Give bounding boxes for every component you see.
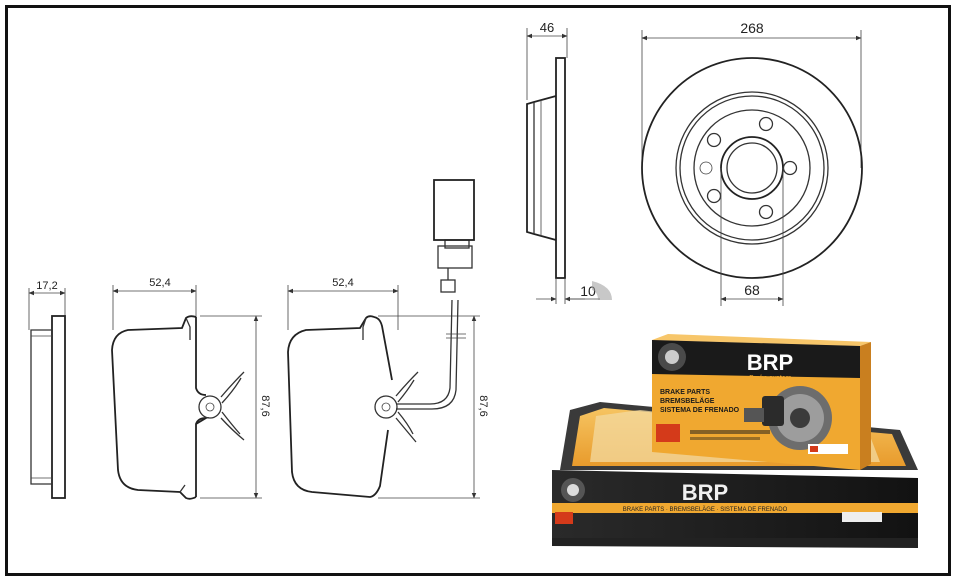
- product-line-1: BRAKE PARTS: [660, 389, 710, 396]
- bolt-hole: [706, 188, 722, 204]
- bolt-hole: [758, 204, 774, 220]
- disc-thickness-label: 46: [540, 20, 554, 35]
- product-line-3: SISTEMA DE FRENADO: [660, 407, 740, 414]
- product-line-2: BREMSBELÄGE: [660, 397, 715, 405]
- locating-hole: [699, 161, 713, 175]
- upright-box: BRP Brake system BRAKE PARTS BREMSBELÄGE…: [652, 334, 871, 470]
- pad-width-label-left: 52,4: [149, 277, 170, 289]
- pad-front-view-right: 52,4 87,6: [287, 179, 489, 499]
- pad-front-view-left: 52,4 87,6: [111, 277, 271, 500]
- hub-diameter-label: 68: [744, 282, 760, 298]
- disc-side-view: 46 10: [526, 20, 612, 304]
- flat-box-strip-text: BRAKE PARTS · BREMSBELÄGE · SISTEMA DE F…: [623, 506, 788, 513]
- bolt-hole: [706, 132, 722, 148]
- bolt-hole: [758, 116, 774, 132]
- disc-front-view: 268 68: [641, 20, 863, 306]
- packaging-photo: BRP BRAKE PARTS · BREMSBELÄGE · SISTEMA …: [552, 334, 918, 548]
- pad-side-view: 17,2: [28, 280, 66, 499]
- pad-height-label-right: 87,6: [477, 395, 489, 416]
- bolt-hole: [782, 160, 798, 176]
- brand-logo: BRP: [747, 350, 793, 375]
- disc-diameter-label: 268: [740, 20, 764, 36]
- flat-box-brand: BRP: [682, 480, 728, 505]
- pad-height-label-left: 87,6: [259, 395, 271, 416]
- pad-width-label-right: 52,4: [332, 277, 353, 289]
- pad-thickness-label: 17,2: [36, 280, 57, 292]
- brand-tagline: Brake system: [749, 375, 792, 382]
